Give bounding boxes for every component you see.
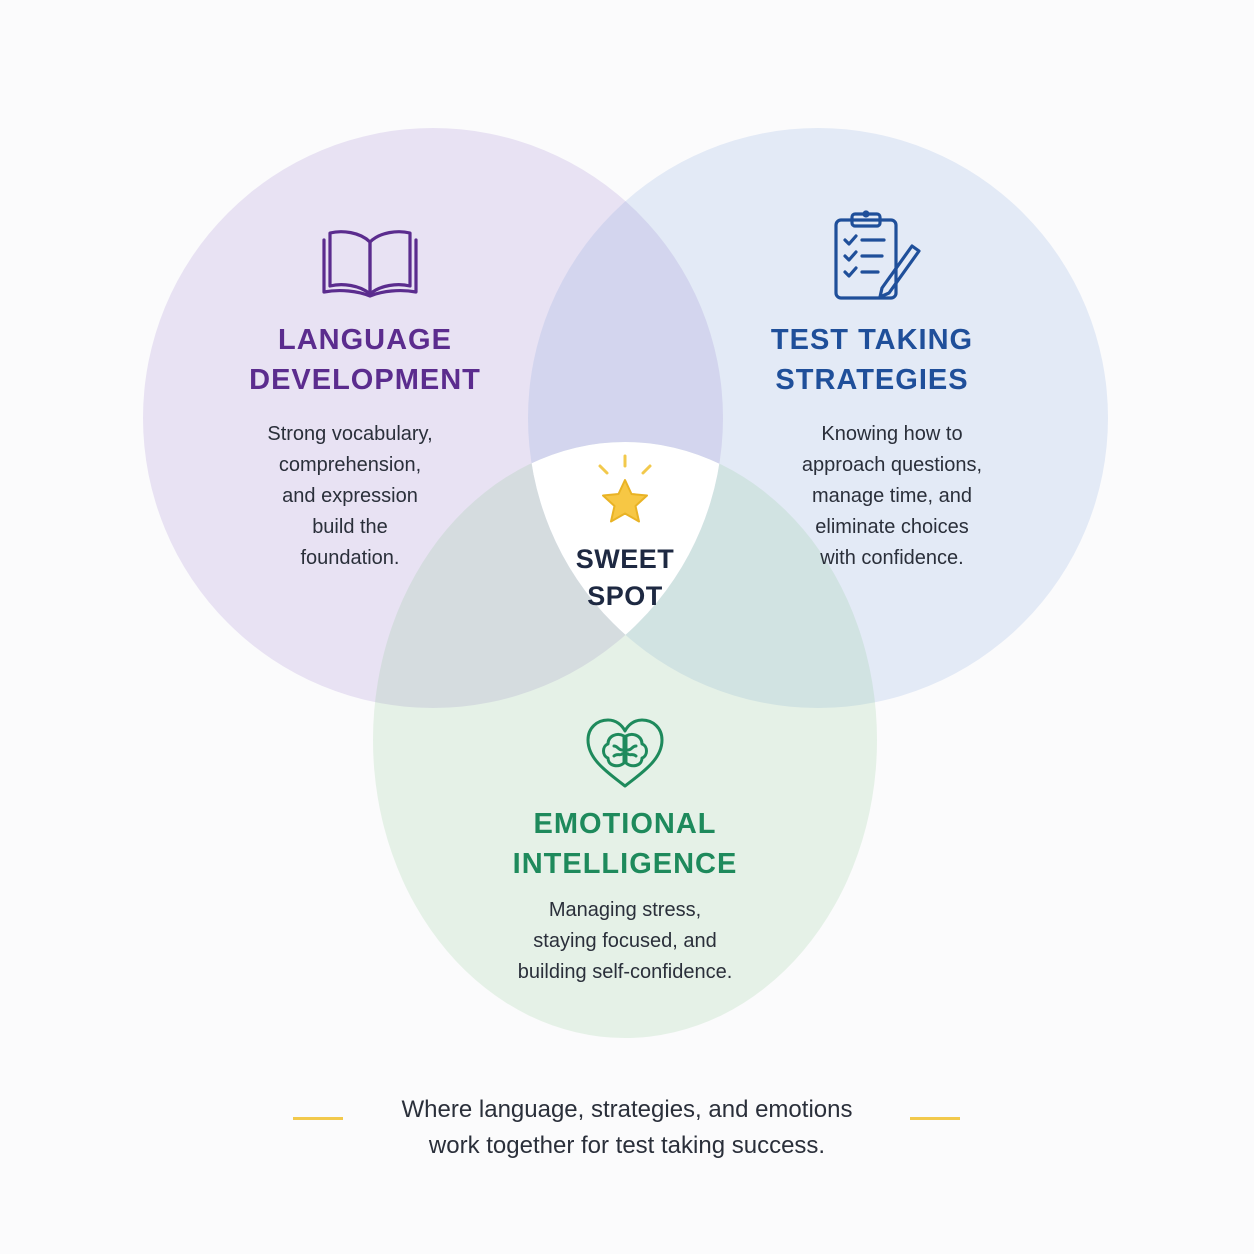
footer-dash-right — [910, 1117, 960, 1120]
clipboard-checklist-icon — [834, 210, 921, 300]
test-taking-description: Knowing how to approach questions, manag… — [801, 423, 983, 569]
star-icon — [598, 454, 652, 523]
language-description: Strong vocabulary, comprehension, and ex… — [267, 423, 433, 569]
language-title: LANGUAGE DEVELOPMENT — [249, 324, 481, 396]
footer-dash-left — [293, 1117, 343, 1120]
emotional-title: EMOTIONAL INTELLIGENCE — [512, 808, 738, 880]
sweet-spot-label: SWEET SPOT — [575, 544, 675, 611]
open-book-icon — [322, 230, 418, 298]
heart-brain-icon — [586, 718, 664, 788]
footer-tagline: Where language, strategies, and emotions… — [401, 1096, 853, 1159]
test-taking-title: TEST TAKING STRATEGIES — [770, 324, 974, 396]
emotional-description: Managing stress, staying focused, and bu… — [517, 899, 733, 983]
